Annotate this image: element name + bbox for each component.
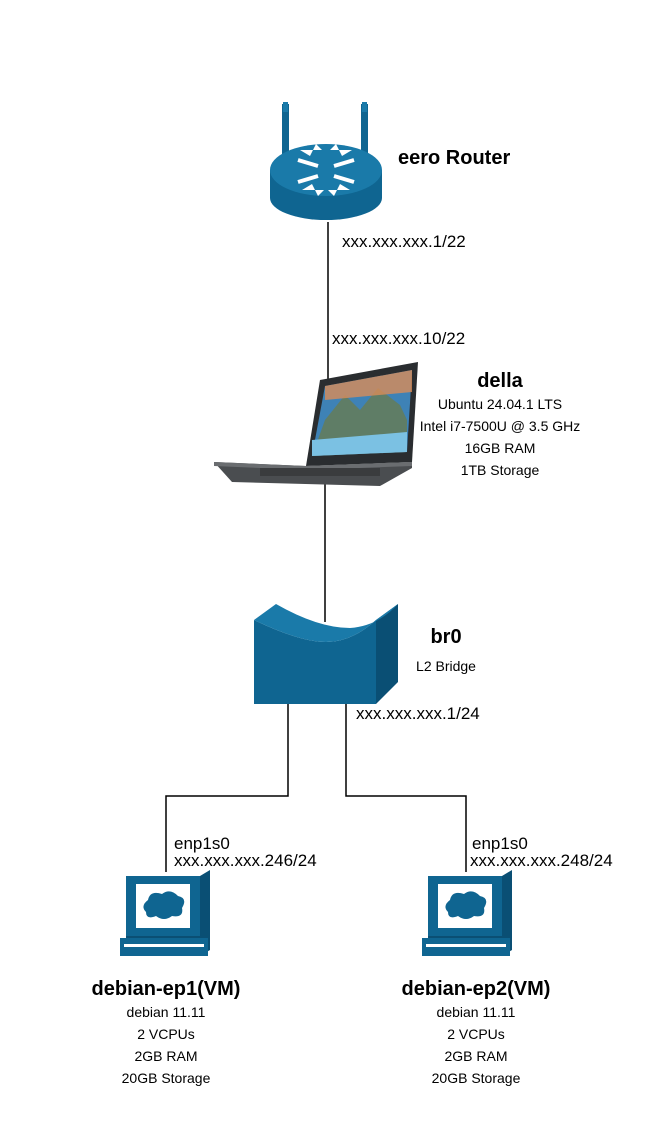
vm1-spec-cpu: 2 VCPUs: [137, 1026, 195, 1042]
host-info: della Ubuntu 24.04.1 LTS Intel i7-7500U …: [410, 370, 590, 481]
vm2-spec-storage: 20GB Storage: [431, 1070, 521, 1086]
bridge-name: br0: [430, 626, 462, 648]
vm2-name: debian-ep2(VM): [401, 978, 551, 1000]
vm1-interface: enp1s0: [174, 834, 230, 853]
vm2-spec-os: debian 11.11: [436, 1004, 516, 1020]
vm1-name: debian-ep1(VM): [91, 978, 241, 1000]
host-spec-os: Ubuntu 24.04.1 LTS: [437, 396, 563, 412]
host-spec-ram: 16GB RAM: [464, 440, 536, 456]
host-spec-storage: 1TB Storage: [460, 462, 540, 478]
host-uplink-ip: xxx.xxx.xxx.10/22: [332, 329, 466, 348]
host-name: della: [477, 370, 523, 392]
bridge-ip: xxx.xxx.xxx.1/24: [356, 704, 480, 723]
vm2-ip: xxx.xxx.xxx.248/24: [470, 851, 613, 870]
vm2-info: debian-ep2(VM) debian 11.11 2 VCPUs 2GB …: [386, 978, 566, 1089]
vm2-spec-cpu: 2 VCPUs: [447, 1026, 505, 1042]
vm1-spec-ram: 2GB RAM: [134, 1048, 198, 1064]
vm2-interface: enp1s0: [472, 834, 528, 853]
host-spec-cpu: Intel i7-7500U @ 3.5 GHz: [419, 418, 581, 434]
laptop-icon: [214, 362, 418, 486]
bridge-type: L2 Bridge: [416, 658, 476, 674]
router-name: eero Router: [398, 147, 511, 169]
vm2-spec-ram: 2GB RAM: [444, 1048, 508, 1064]
computer-icon: [422, 870, 512, 956]
vm1-spec-storage: 20GB Storage: [121, 1070, 211, 1086]
connection-lines: [165, 222, 467, 872]
vm1-spec-os: debian 11.11: [126, 1004, 206, 1020]
router-icon: [270, 102, 382, 220]
link-bridge-vm1: [165, 704, 289, 872]
vm1-info: debian-ep1(VM) debian 11.11 2 VCPUs 2GB …: [76, 978, 256, 1089]
link-bridge-vm2: [345, 704, 467, 872]
router-lan-ip: xxx.xxx.xxx.1/22: [342, 232, 466, 251]
vm1-ip: xxx.xxx.xxx.246/24: [174, 851, 317, 870]
bridge-info: br0 L2 Bridge: [406, 626, 486, 677]
computer-icon: [120, 870, 210, 956]
bridge-icon: [254, 604, 398, 704]
